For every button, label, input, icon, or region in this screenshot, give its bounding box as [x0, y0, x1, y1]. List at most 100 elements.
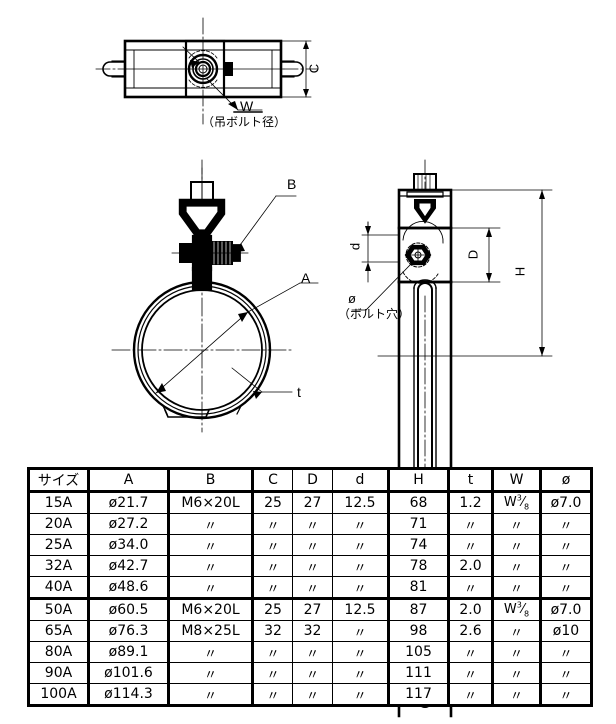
cell-H: 74	[388, 534, 450, 556]
cell-d: 〃	[332, 683, 390, 706]
cell-t: 〃	[448, 683, 494, 706]
cell-B: 〃	[168, 555, 254, 577]
cell-size: 90A	[28, 662, 90, 684]
cell-C: 25	[252, 598, 293, 621]
callout-B: B	[287, 176, 297, 192]
cell-C: 〃	[252, 683, 293, 706]
cell-d: 〃	[332, 534, 390, 556]
cell-hole: 〃	[540, 641, 592, 663]
cell-C: 25	[252, 491, 293, 514]
cell-size: 65A	[28, 620, 90, 642]
cell-W: 〃	[492, 576, 542, 600]
cell-hole: 〃	[540, 683, 592, 706]
callout-hole-diameter: ø	[348, 291, 356, 306]
cell-A: ø42.7	[88, 555, 170, 577]
cell-t: 2.0	[448, 555, 494, 577]
cell-size: 25A	[28, 534, 90, 556]
cell-B: M6×20L	[168, 598, 254, 621]
cell-C: 32	[252, 620, 293, 642]
cell-t: 〃	[448, 534, 494, 556]
callout-W: W	[240, 98, 254, 114]
col-header-size: サイズ	[28, 468, 90, 493]
cell-H: 117	[388, 683, 450, 706]
cell-B: 〃	[168, 534, 254, 556]
cell-W: 〃	[492, 513, 542, 535]
cell-size: 50A	[28, 598, 90, 621]
cell-t: 〃	[448, 513, 494, 535]
cell-D: 〃	[292, 662, 333, 684]
callout-t: t	[297, 384, 301, 400]
cell-hole: ø7.0	[540, 598, 592, 621]
cell-D: 〃	[292, 576, 333, 600]
cell-t: 〃	[448, 576, 494, 600]
col-header-B: B	[168, 468, 254, 493]
cell-D: 27	[292, 491, 333, 514]
cell-B: 〃	[168, 641, 254, 663]
cell-t: 1.2	[448, 491, 494, 514]
cell-t: 〃	[448, 662, 494, 684]
col-header-hole: ø	[540, 468, 592, 493]
cell-d: 12.5	[332, 491, 390, 514]
table-header-row: サイズ A B C D d H t W ø	[28, 468, 592, 493]
cell-W: 〃	[492, 620, 542, 642]
cell-H: 68	[388, 491, 450, 514]
col-header-H: H	[388, 468, 450, 493]
cell-W: W3⁄8	[492, 598, 542, 621]
cell-d: 〃	[332, 641, 390, 663]
cell-C: 〃	[252, 641, 293, 663]
cell-d: 〃	[332, 620, 390, 642]
cell-A: ø21.7	[88, 491, 170, 514]
cell-B: 〃	[168, 662, 254, 684]
cell-C: 〃	[252, 534, 293, 556]
dimension-label-H: H	[512, 266, 528, 277]
plan-view-geometry	[95, 17, 319, 125]
col-header-d: d	[332, 468, 390, 493]
cell-B: 〃	[168, 683, 254, 706]
cell-hole: 〃	[540, 576, 592, 600]
cell-B: 〃	[168, 513, 254, 535]
cell-W: 〃	[492, 555, 542, 577]
cell-A: ø89.1	[88, 641, 170, 663]
col-header-t: t	[448, 468, 494, 493]
cell-H: 71	[388, 513, 450, 535]
col-header-A: A	[88, 468, 170, 493]
cell-A: ø48.6	[88, 576, 170, 600]
cell-B: M6×20L	[168, 491, 254, 514]
cell-A: ø101.6	[88, 662, 170, 684]
cell-D: 〃	[292, 513, 333, 535]
cell-A: ø34.0	[88, 534, 170, 556]
cell-size: 40A	[28, 576, 90, 600]
cell-W: 〃	[492, 662, 542, 684]
dimension-label-D: D	[465, 249, 481, 260]
callout-A: A	[301, 270, 311, 286]
cell-W: 〃	[492, 641, 542, 663]
cell-hole: 〃	[540, 534, 592, 556]
cell-size: 32A	[28, 555, 90, 577]
cell-A: ø76.3	[88, 620, 170, 642]
cell-C: 〃	[252, 662, 293, 684]
cell-H: 81	[388, 576, 450, 600]
cell-W: 〃	[492, 683, 542, 706]
cell-D: 32	[292, 620, 333, 642]
cell-d: 〃	[332, 555, 390, 577]
cell-H: 87	[388, 598, 450, 621]
cell-hole: 〃	[540, 662, 592, 684]
cell-C: 〃	[252, 576, 293, 600]
cell-H: 78	[388, 555, 450, 577]
cell-D: 27	[292, 598, 333, 621]
cell-size: 100A	[28, 683, 90, 706]
col-header-W: W	[492, 468, 542, 493]
cell-t: 2.6	[448, 620, 494, 642]
cell-D: 〃	[292, 641, 333, 663]
cell-W: W3⁄8	[492, 491, 542, 514]
cell-D: 〃	[292, 555, 333, 577]
cell-D: 〃	[292, 683, 333, 706]
